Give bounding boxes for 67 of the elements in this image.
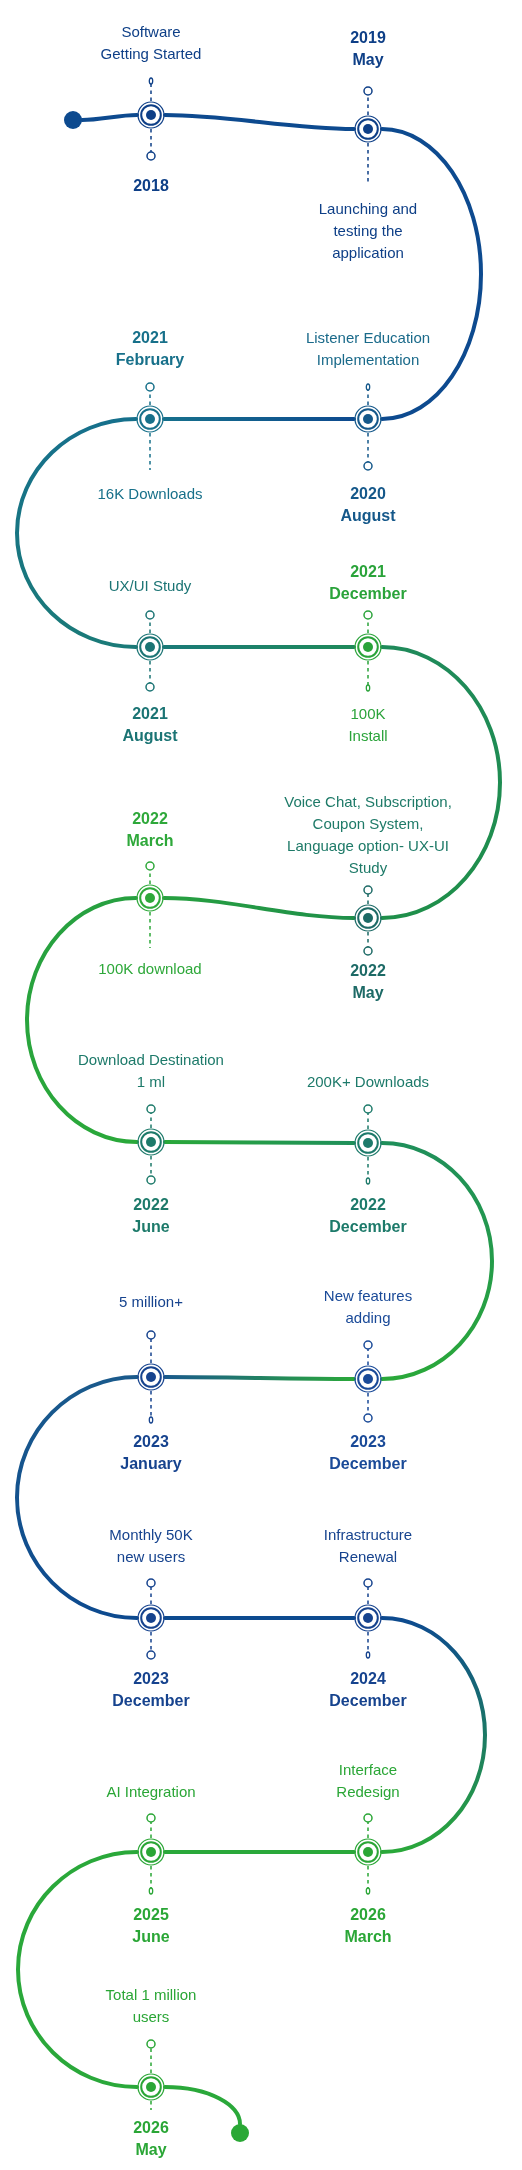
milestone-marker bbox=[354, 1578, 382, 1660]
timeline-path bbox=[163, 1140, 356, 1145]
timeline-path bbox=[380, 645, 502, 920]
milestone-label: 200K+ Downloads bbox=[305, 1072, 431, 1092]
timeline-path bbox=[162, 417, 356, 421]
date-label: 2023 January bbox=[119, 1432, 183, 1474]
timeline-path bbox=[380, 127, 483, 421]
date-label: 2023 December bbox=[328, 1432, 408, 1474]
timeline-path bbox=[16, 1850, 139, 2089]
milestone-marker bbox=[137, 1330, 165, 1425]
date-label: 2019 May bbox=[349, 28, 387, 70]
milestone-label: 5 million+ bbox=[118, 1292, 184, 1312]
milestone-marker bbox=[354, 1340, 382, 1423]
timeline-path bbox=[162, 896, 356, 920]
timeline-path bbox=[163, 1375, 356, 1381]
date-label: 2026 May bbox=[132, 2118, 170, 2160]
date-label: 2022 May bbox=[349, 961, 387, 1003]
date-label: 2021 February bbox=[114, 328, 186, 370]
date-label: 2024 December bbox=[328, 1669, 408, 1711]
milestone-marker bbox=[136, 610, 164, 692]
milestone-label: AI Integration bbox=[105, 1782, 197, 1802]
timeline-end-dot bbox=[64, 111, 82, 129]
milestone-marker bbox=[354, 610, 382, 693]
milestone-marker bbox=[137, 76, 165, 161]
timeline-path bbox=[380, 1616, 487, 1854]
milestone-label: Listener Education Implementation bbox=[304, 328, 432, 370]
milestone-label: 100K download bbox=[97, 959, 203, 979]
milestone-label: 16K Downloads bbox=[96, 484, 204, 504]
milestone-label: Interface Redesign bbox=[335, 1760, 401, 1802]
date-label: 2025 June bbox=[131, 1905, 171, 1947]
date-label: 2022 December bbox=[328, 1195, 408, 1237]
date-label: 2023 December bbox=[111, 1669, 191, 1711]
milestone-label: Voice Chat, Subscription, Coupon System, Language option- UX-UI Study bbox=[283, 792, 453, 878]
milestone-marker bbox=[354, 382, 382, 471]
date-label: 2022 June bbox=[131, 1195, 171, 1237]
date-label: 2026 March bbox=[343, 1905, 393, 1947]
timeline-path bbox=[380, 1141, 494, 1381]
timeline-end-dot bbox=[231, 2124, 249, 2142]
milestone-label: Total 1 million users bbox=[104, 1985, 198, 2027]
timeline-path bbox=[163, 2085, 242, 2126]
date-label: 2021 August bbox=[121, 704, 179, 746]
date-label: 2018 bbox=[132, 176, 170, 196]
timeline-path bbox=[15, 417, 138, 649]
timeline-path bbox=[162, 645, 356, 649]
milestone-label: UX/UI Study bbox=[107, 576, 193, 596]
timeline-path bbox=[163, 1616, 356, 1620]
timeline-path bbox=[15, 1375, 139, 1620]
date-label: 2020 August bbox=[339, 484, 397, 526]
date-label: 2021 December bbox=[328, 562, 408, 604]
milestone-marker bbox=[137, 1578, 165, 1660]
timeline-path bbox=[163, 1850, 356, 1854]
milestone-label: Infrastructure Renewal bbox=[322, 1525, 414, 1567]
milestone-marker bbox=[354, 1813, 382, 1896]
milestone-label: New features adding bbox=[322, 1286, 414, 1328]
milestone-label: Download Destination 1 ml bbox=[77, 1050, 225, 1092]
milestone-marker bbox=[137, 1813, 165, 1896]
milestone-label: Software Getting Started bbox=[99, 22, 203, 64]
timeline-path bbox=[25, 896, 139, 1144]
milestone-label: Launching and testing the application bbox=[317, 199, 419, 263]
milestone-label: Monthly 50K new users bbox=[108, 1525, 194, 1567]
milestone-marker bbox=[354, 1104, 382, 1186]
date-label: 2022 March bbox=[125, 809, 175, 851]
timeline-path bbox=[163, 113, 356, 131]
milestone-marker bbox=[137, 1104, 165, 1185]
timeline-path bbox=[80, 113, 139, 122]
milestone-label: 100K Install bbox=[347, 704, 389, 746]
milestone-marker bbox=[354, 885, 382, 956]
